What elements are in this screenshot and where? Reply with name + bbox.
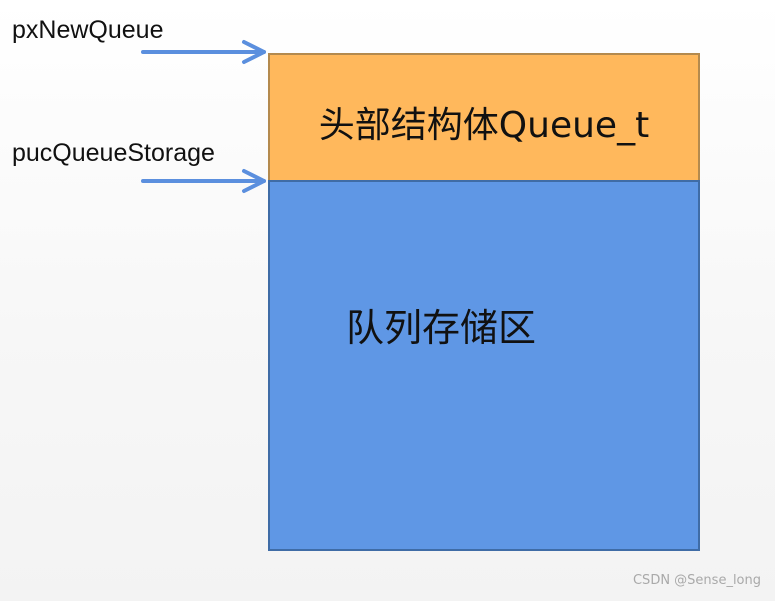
queue-header-label: 头部结构体Queue_t <box>318 104 650 146</box>
csdn-watermark: CSDN @Sense_long <box>632 573 761 588</box>
pucqueuestorage-arrow-icon <box>141 169 266 193</box>
pxnewqueue-pointer-label: pxNewQueue <box>12 16 164 44</box>
queue-header-block: 头部结构体Queue_t <box>268 53 700 180</box>
queue-storage-block: 队列存储区 <box>268 180 700 551</box>
pucqueuestorage-pointer-label: pucQueueStorage <box>12 139 215 167</box>
pxnewqueue-arrow-icon <box>141 40 266 64</box>
queue-storage-label: 队列存储区 <box>346 306 537 350</box>
